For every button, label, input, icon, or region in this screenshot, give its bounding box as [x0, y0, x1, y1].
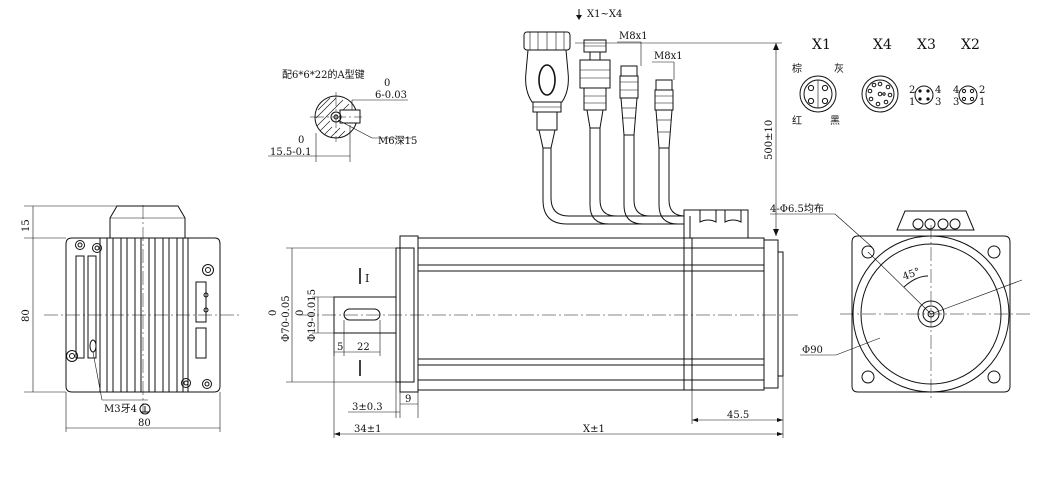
side-view: I Φ70-0.05 0 Φ19-0.015 0 5 22 3±0.3 9 34…	[268, 209, 800, 438]
body-length-dim: X±1	[583, 424, 605, 435]
key-offset-dim: 5	[337, 342, 343, 353]
section-mark-top: I	[365, 272, 369, 285]
depth-dim: 15.5-0.1	[270, 147, 312, 158]
x3-pin-1: 1	[909, 97, 915, 108]
x2-label: X2	[961, 37, 980, 53]
x3-pin-2: 2	[909, 85, 915, 96]
shaft-tol-top: 0	[295, 310, 306, 316]
ground-screw-label: M3牙4	[104, 403, 137, 415]
m8-connector-1	[617, 41, 642, 136]
m8-connector-2	[652, 61, 675, 149]
key-length-dim: 22	[357, 342, 370, 353]
key-width-tol-top: 0	[384, 78, 390, 89]
connector-callout: X1~X4	[587, 9, 622, 20]
angle-label: 45°	[901, 266, 921, 282]
pin-views: X1 X4 X3 X2 棕 灰 红 黑	[792, 37, 985, 127]
x1-wire-gray: 灰	[834, 62, 844, 75]
x1-wire-red: 红	[792, 114, 802, 127]
thread-label: M6深15	[378, 135, 417, 147]
flange-view: 45° 4-Φ6.5均布 Φ90	[770, 203, 1030, 400]
m8-label-1: M8x1	[619, 31, 648, 42]
key-width-dim: 6-0.03	[375, 90, 407, 101]
cables	[542, 128, 690, 225]
power-connector	[523, 31, 571, 149]
cable-connectors-view: X1~X4	[523, 9, 690, 225]
shaft-dia-dim: Φ19-0.015	[307, 289, 318, 342]
cable-length-label: 500±10	[764, 120, 775, 160]
x4-pin-view	[861, 75, 899, 113]
x2-pin-3: 3	[953, 97, 959, 108]
x4-label: X4	[873, 37, 892, 53]
holes-label: 4-Φ6.5均布	[770, 203, 824, 215]
encoder-connector	[579, 39, 611, 129]
x3-pin-4: 4	[935, 85, 941, 96]
x2-pin-4: 4	[953, 85, 959, 96]
x1-label: X1	[812, 37, 831, 53]
pilot-tol-top: 0	[268, 310, 279, 316]
flange-tab-dim: 15	[21, 219, 32, 232]
pcd-label: Φ90	[802, 345, 823, 356]
cable-length-dim: 500±10	[575, 42, 782, 236]
shaft-length-dim: 34±1	[354, 424, 381, 435]
x2-pin-2: 2	[979, 85, 985, 96]
pilot-dia-dim: Φ70-0.05	[281, 295, 292, 342]
flange-thk-dim: 9	[405, 394, 411, 405]
width-dim: 80	[138, 418, 151, 429]
depth-tol-top: 0	[298, 135, 304, 146]
x1-pin-view: 棕 灰 红 黑	[792, 62, 844, 127]
rear-length-dim: 45.5	[727, 410, 749, 421]
height-dim: 80	[21, 309, 32, 322]
x2-pin-view: 4 2 3 1	[953, 85, 985, 108]
x1-wire-black: 黑	[830, 115, 840, 127]
shaft-section-view: 配6*6*22的A型键 0 6-0.03 M6深15 0	[268, 68, 417, 162]
x3-pin-view: 2 4 1 3	[909, 85, 941, 108]
x3-label: X3	[917, 37, 936, 53]
x1-wire-brown: 棕	[792, 62, 802, 75]
m8-label-2: M8x1	[654, 51, 683, 62]
x2-pin-1: 1	[979, 97, 985, 108]
rear-view: M3牙4 15 80 80	[21, 205, 240, 432]
x3-pin-3: 3	[935, 97, 941, 108]
spigot-dim: 3±0.3	[352, 402, 383, 413]
key-note: 配6*6*22的A型键	[282, 68, 365, 81]
